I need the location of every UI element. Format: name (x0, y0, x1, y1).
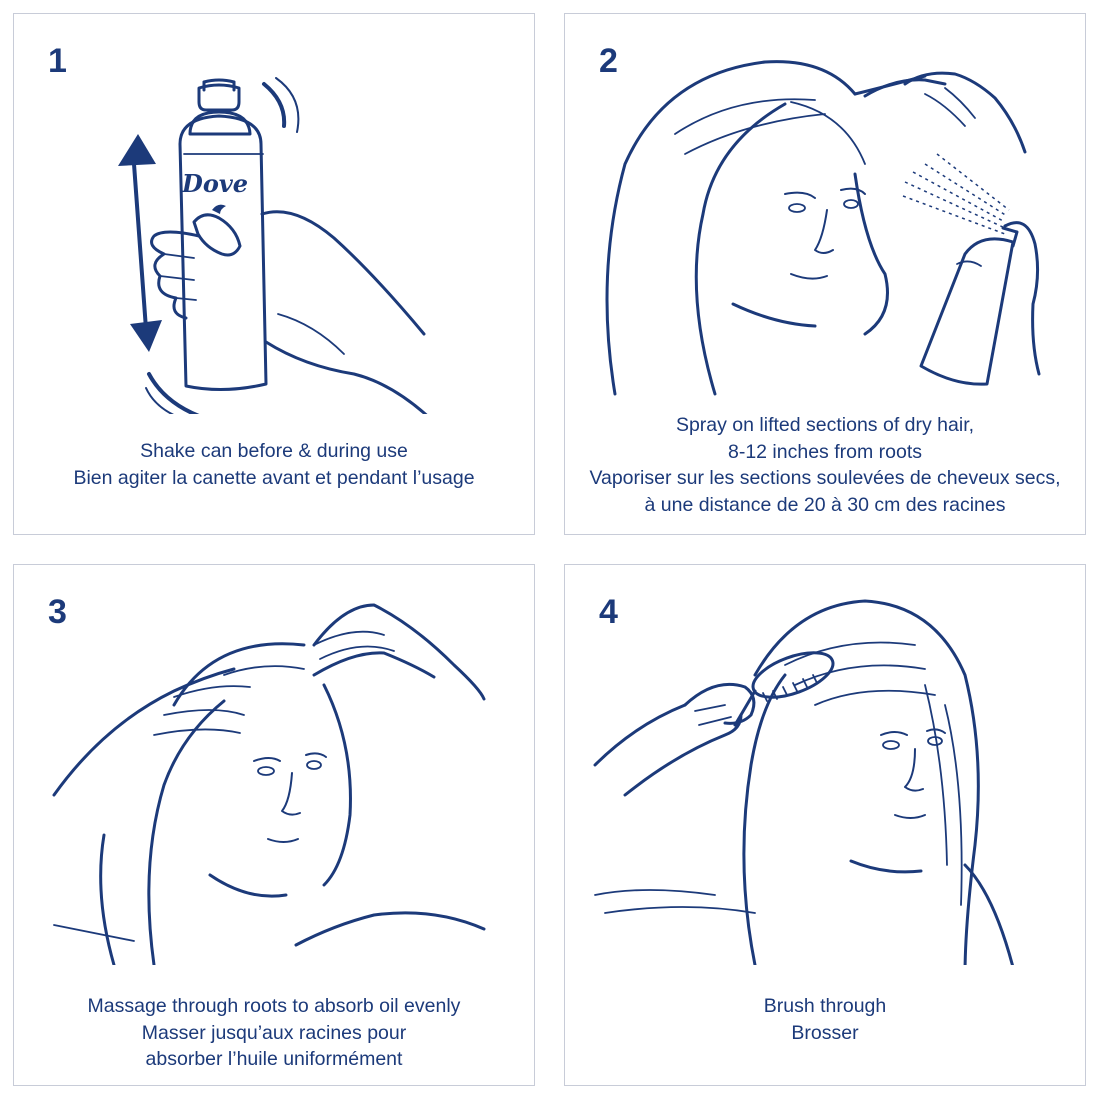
caption-line: Bien agiter la canette avant et pendant … (73, 466, 475, 489)
spray-hair-illustration (605, 60, 1041, 396)
hairbrush-icon (733, 651, 835, 727)
shake-can-illustration: Dove (118, 77, 428, 414)
step-2-caption: Spray on lifted sections of dry hair, 8-… (575, 412, 1075, 518)
spray-can-icon (919, 221, 1041, 386)
caption-line: Masser jusqu’aux racines pour (141, 1021, 407, 1044)
caption-line: Spray on lifted sections of dry hair, (675, 414, 975, 436)
caption-line: absorber l’huile uniformément (145, 1048, 403, 1070)
dove-logo-text: Dove (181, 169, 248, 198)
caption-line: Shake can before & during use (140, 440, 408, 462)
step-1-panel: 1 Dove Sha (13, 13, 535, 535)
caption-line: Brosser (791, 1021, 859, 1044)
massage-roots-illustration (52, 603, 486, 965)
double-arrow-icon (118, 134, 162, 352)
step-3-caption: Massage through roots to absorb oil even… (24, 993, 524, 1073)
caption-line: Massage through roots to absorb oil even… (87, 995, 461, 1017)
hand-icon (593, 682, 756, 797)
caption-line: Brush through (763, 995, 887, 1017)
step-4-caption: Brush through Brosser (575, 993, 1075, 1046)
step-1-caption: Shake can before & during use Bien agite… (24, 438, 524, 491)
step-2-panel: 2 (564, 13, 1086, 535)
brush-hair-illustration (593, 599, 1014, 965)
caption-line: 8-12 inches from roots (727, 440, 922, 463)
caption-line: Vaporiser sur les sections soulevées de … (589, 467, 1061, 489)
hand-icon (150, 210, 428, 414)
spray-can-icon (178, 78, 268, 392)
step-4-panel: 4 Brush through Brosser (564, 564, 1086, 1086)
step-number: 1 (48, 42, 67, 80)
step-3-panel: 3 Massage through roots to absorb oil ev… (13, 564, 535, 1086)
step-number: 2 (599, 42, 618, 80)
spray-mist-icon (902, 153, 1010, 235)
dove-bird-icon (212, 204, 226, 214)
caption-line: à une distance de 20 à 30 cm des racines (644, 493, 1006, 516)
step-number: 3 (48, 593, 67, 631)
hand-icon (863, 71, 1027, 154)
step-number: 4 (599, 593, 618, 631)
